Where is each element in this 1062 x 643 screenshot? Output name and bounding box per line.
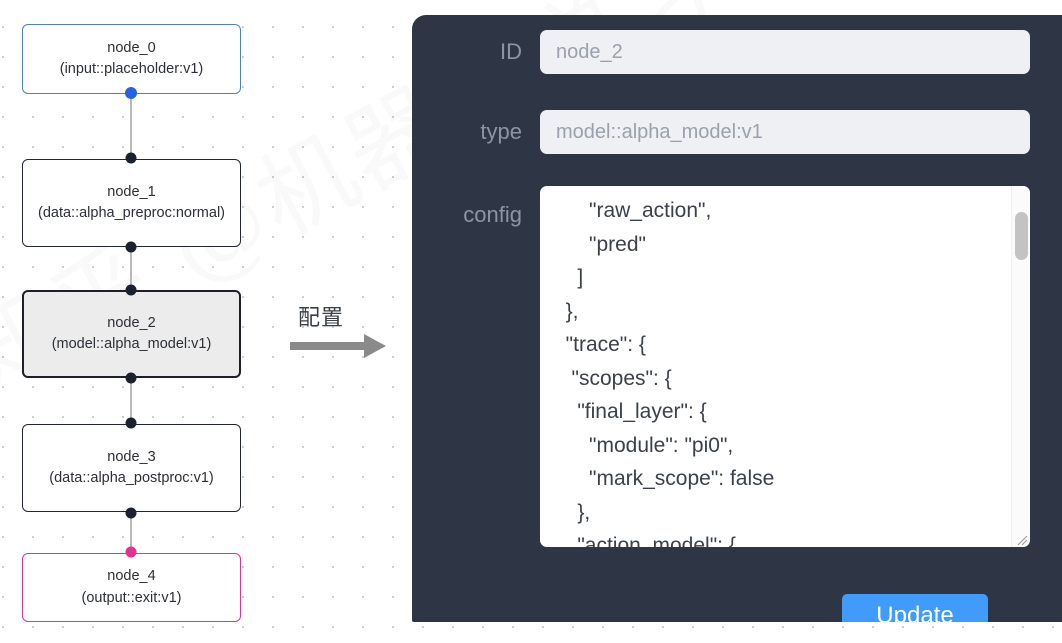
graph-node-node_3[interactable]: node_3 (data::alpha_postproc:v1) [22, 424, 241, 512]
port-node_3-out[interactable] [125, 507, 137, 519]
config-textarea[interactable]: "raw_action", "pred" ] }, "trace": { "sc… [540, 186, 1030, 547]
edge-node1-node2 [130, 246, 132, 296]
port-node_1-out[interactable] [125, 241, 137, 253]
field-row-id: ID node_2 [430, 30, 1030, 74]
node-title: node_3 [107, 448, 156, 465]
node-subtitle: (input::placeholder:v1) [59, 61, 204, 77]
annotation-label: 配置 [298, 306, 345, 331]
port-node_4-in[interactable] [125, 546, 137, 558]
port-node_0-out[interactable] [125, 87, 137, 99]
node-subtitle: (data::alpha_postproc:v1) [49, 470, 214, 486]
node-title: node_2 [107, 314, 156, 331]
node-subtitle: (data::alpha_preproc:normal) [38, 205, 225, 221]
node-config-panel: ID node_2 type model::alpha_model:v1 con… [412, 15, 1062, 622]
edge-node0-node1 [130, 92, 132, 160]
type-input[interactable]: model::alpha_model:v1 [540, 110, 1030, 154]
id-input[interactable]: node_2 [540, 30, 1030, 74]
annotation-arrow-icon [290, 333, 390, 359]
port-node_2-out[interactable] [125, 372, 137, 384]
node-title: node_4 [107, 568, 156, 585]
graph-node-node_0[interactable]: node_0 (input::placeholder:v1) [22, 24, 241, 94]
config-label: config [463, 202, 522, 227]
config-scrollbar-thumb[interactable] [1015, 212, 1028, 260]
node-subtitle: (model::alpha_model:v1) [51, 336, 212, 352]
graph-node-node_4[interactable]: node_4 (output::exit:v1) [22, 553, 241, 622]
node-title: node_0 [107, 39, 156, 56]
node-graph[interactable]: node_0 (input::placeholder:v1) node_1 (d… [0, 0, 400, 643]
config-textarea-content[interactable]: "raw_action", "pred" ] }, "trace": { "sc… [565, 199, 775, 547]
update-button[interactable]: Update [842, 594, 988, 622]
node-title: node_1 [107, 183, 156, 200]
port-node_3-in[interactable] [125, 417, 137, 429]
node-subtitle: (output::exit:v1) [81, 589, 182, 606]
edge-node2-node3 [130, 377, 132, 419]
type-label: type [480, 119, 522, 144]
port-node_1-in[interactable] [125, 152, 137, 164]
graph-node-node_2[interactable]: node_2 (model::alpha_model:v1) [22, 290, 241, 378]
field-row-type: type model::alpha_model:v1 [430, 110, 1030, 154]
edge-node3-node4 [130, 512, 132, 552]
graph-node-node_1[interactable]: node_1 (data::alpha_preproc:normal) [22, 159, 241, 247]
port-node_2-in[interactable] [125, 284, 137, 296]
id-label: ID [500, 39, 522, 64]
field-row-config: config "raw_action", "pred" ] }, "trace"… [430, 186, 1030, 547]
config-scrollbar[interactable] [1011, 186, 1030, 547]
resize-handle-icon[interactable] [1014, 532, 1028, 546]
